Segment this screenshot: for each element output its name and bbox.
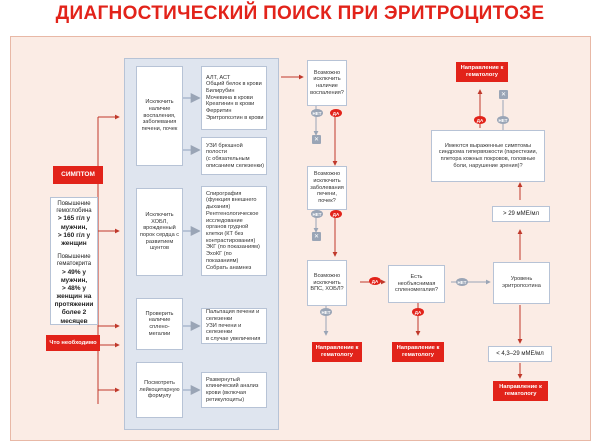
hb-women: > 160 г/л у женщин — [57, 231, 91, 247]
decision-epo-level: Уровень эритропоэтина — [493, 262, 550, 304]
close-icon: ✕ — [499, 90, 508, 99]
test-item: АЛТ, АСТ — [206, 74, 231, 81]
no-marker: НЕТ — [456, 278, 468, 286]
test-item: Эритропоэтин в крови — [206, 114, 264, 121]
no-marker: НЕТ — [311, 109, 323, 117]
decision-hyperviscosity: Имеются выраженные симптомы синдрома гип… — [431, 130, 545, 182]
decision-liver-kidney: Возможно исключить заболевания печени, п… — [307, 166, 347, 210]
test-item: УЗИ брюшной полости — [206, 142, 243, 156]
test-item: в случае увеличения — [206, 336, 261, 343]
hct-label: Повышение гематокрита — [56, 254, 92, 268]
test-item: Общий белок в крови — [206, 81, 262, 88]
referral-box: Направление к гематологу — [456, 62, 508, 82]
hct-men: > 49% у мужчин, — [60, 268, 88, 284]
decision-copd: Возможно исключить ВПС, ХОБЛ? — [307, 260, 347, 306]
yes-marker: ДА — [330, 109, 342, 117]
decision-splenomegaly: Есть необъяснимая спленомегалия? — [388, 265, 445, 303]
symptom-header: СИМПТОМ — [53, 166, 103, 184]
symptom-box: Повышение гемоглобина > 165 г/л у мужчин… — [50, 197, 98, 325]
no-marker: НЕТ — [320, 308, 332, 316]
test-item: Рентгенологическое исследование органов … — [206, 210, 259, 244]
tests-ultrasound: УЗИ брюшной полости (с обязательным опис… — [201, 137, 267, 175]
test-item: Спирография (функция внешнего дыхания) — [206, 190, 257, 211]
hct-women: > 48% у женщин на протяжении более 2 мес… — [54, 284, 94, 325]
no-marker: НЕТ — [497, 116, 509, 124]
test-item: Мочевина в крови — [206, 94, 253, 101]
test-item: Развернутый клинический анализ крови (вк… — [206, 376, 259, 403]
decision-inflammation: Возможно исключить наличие воспаления? — [307, 60, 347, 106]
check-leukocyte: Посмотреть лейкоцитарную формулу — [136, 362, 183, 418]
close-icon: ✕ — [312, 135, 321, 144]
hb-label: Повышение гемоглобина — [56, 201, 92, 215]
test-item: Пальпация печени и селезенки — [206, 309, 260, 322]
close-icon: ✕ — [312, 232, 321, 241]
yes-marker: ДА — [369, 277, 381, 285]
test-item: УЗИ печени и селезенки — [206, 322, 242, 336]
tests-inflammation: АЛТ, АСТ Общий белок в крови Билирубин М… — [201, 66, 267, 130]
referral-box: Направление к гематологу — [493, 381, 548, 401]
check-copd: Исключить ХОБЛ, врожденный порок сердца … — [136, 188, 183, 276]
test-item: ЭКГ (по показаниям) — [206, 244, 260, 251]
yes-marker: ДА — [330, 210, 342, 218]
epo-high: > 29 мМЕ/мл — [492, 206, 550, 222]
no-marker: НЕТ — [311, 210, 323, 218]
yes-marker: ДА — [474, 116, 486, 124]
tests-copd: Спирография (функция внешнего дыхания) Р… — [201, 186, 267, 276]
hb-men: > 165 г/л у мужчин, — [57, 215, 91, 231]
tests-splenomegaly: Пальпация печени и селезенки УЗИ печени … — [201, 308, 267, 344]
check-splenomegaly: Проверить наличие сплено- мегалии — [136, 298, 183, 350]
test-item: Креатинин в крови — [206, 101, 255, 108]
page-title: ДИАГНОСТИЧЕСКИЙ ПОИСК ПРИ ЭРИТРОЦИТОЗЕ — [55, 3, 545, 24]
action-box: Что необходимо — [46, 335, 100, 351]
epo-normal: < 4,3–29 мМЕ/мл — [488, 346, 552, 362]
check-inflammation: Исключить наличие воспаления, заболевани… — [136, 66, 183, 166]
test-item: Ферритин — [206, 108, 232, 115]
test-item: ЭхоКГ (по показаниям) — [206, 251, 239, 264]
test-item: Собрать анамнез — [206, 264, 252, 271]
referral-box: Направление к гематологу — [392, 342, 444, 362]
diagram-panel — [10, 36, 591, 441]
tests-leukocyte: Развернутый клинический анализ крови (вк… — [201, 372, 267, 408]
test-item: (с обязательным описанием селезенки) — [206, 156, 265, 169]
referral-box: Направление к гематологу — [312, 342, 362, 362]
test-item: Билирубин — [206, 87, 235, 94]
yes-marker: ДА — [412, 308, 424, 316]
